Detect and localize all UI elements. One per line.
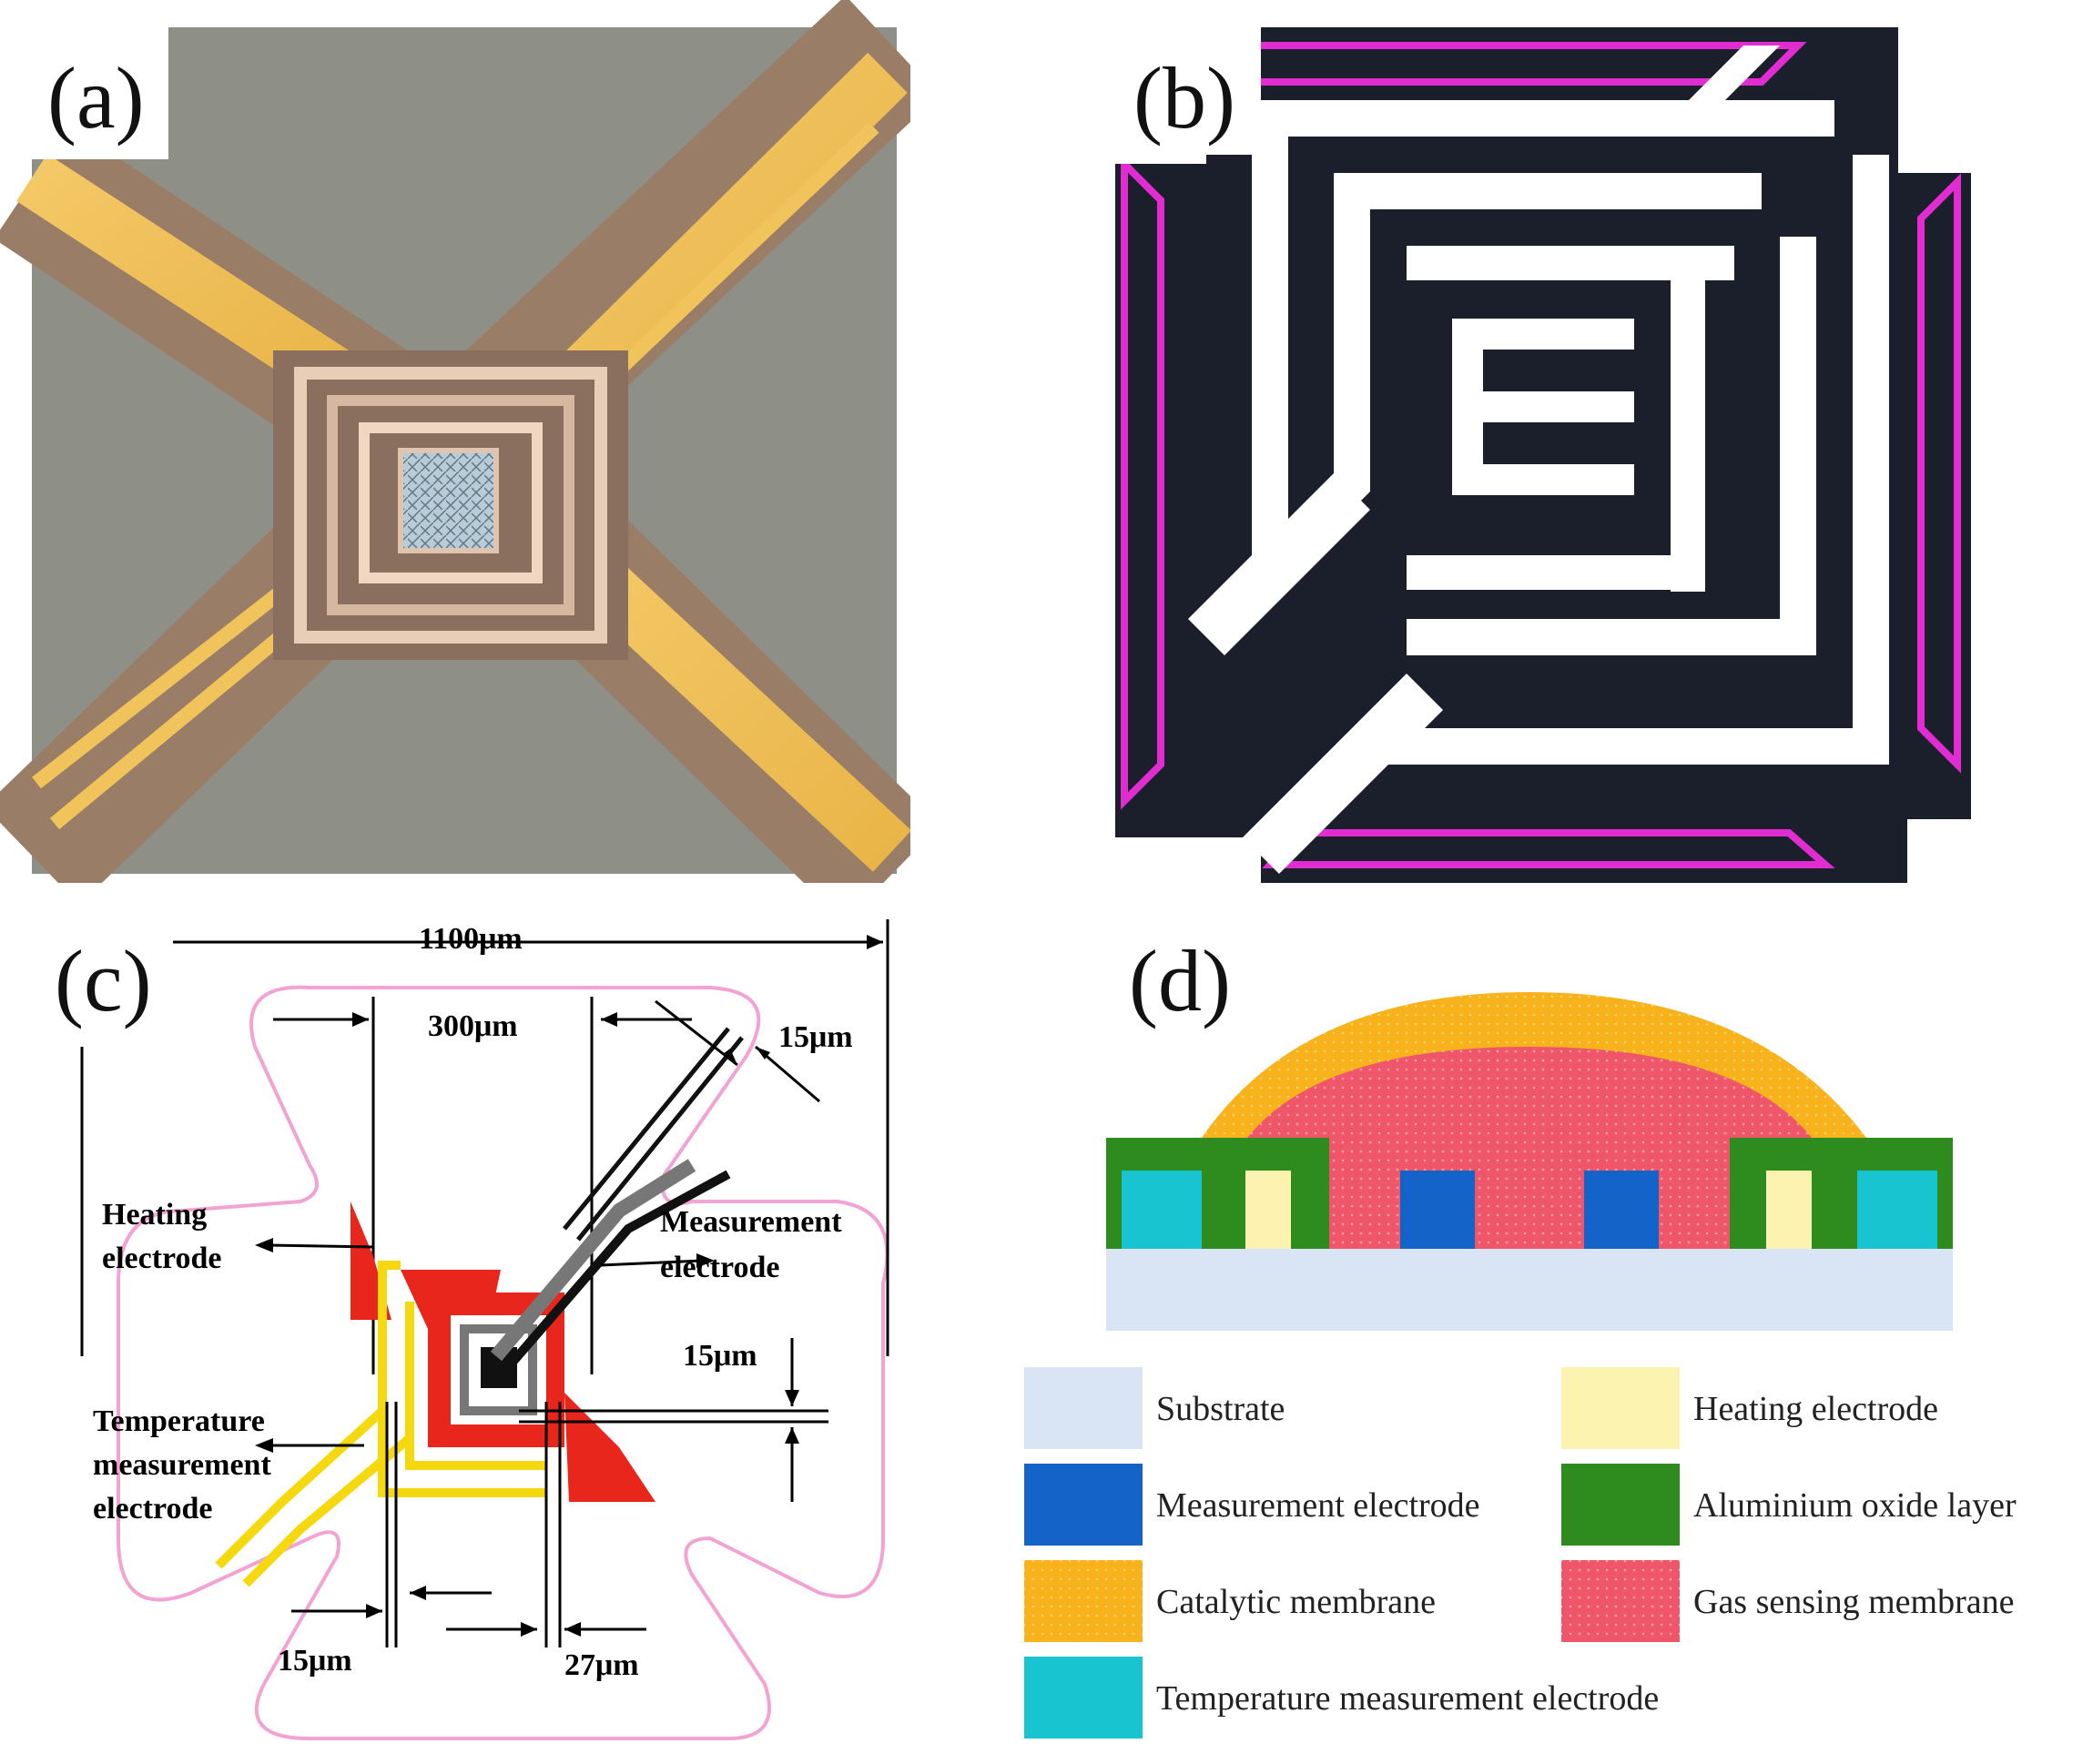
legend-item-alumina: Aluminium oxide layer (1561, 1464, 2017, 1546)
label-measurement: Measurement (660, 1205, 842, 1239)
cross-section (1106, 992, 1953, 1331)
svg-text:Substrate: Substrate (1156, 1390, 1285, 1428)
legend-item-heating: Heating electrode (1561, 1367, 1938, 1449)
dim-27-bottom: 27μm (564, 1648, 639, 1682)
panel-label-a: (a) (47, 49, 145, 147)
legend-item-temperature: Temperature measurement electrode (1024, 1657, 1659, 1739)
dim-15-top: 15μm (778, 1020, 853, 1054)
label-temperature-2: measurement (93, 1448, 271, 1482)
membrane-outline (117, 985, 889, 1740)
panel-label-c: (c) (55, 932, 152, 1029)
dim-300: 300μm (428, 1009, 518, 1043)
panel-label-b: (b) (1133, 49, 1235, 147)
legend-item-catalytic: Catalytic membrane (1024, 1560, 1436, 1642)
electrode-layout (1115, 27, 1971, 883)
label-measurement-2: electrode (660, 1251, 780, 1284)
label-heating-2: electrode (102, 1242, 222, 1275)
micrograph (0, 0, 910, 883)
dim-15-bottom: 15μm (278, 1644, 352, 1678)
dim-1100: 1100μm (419, 922, 523, 956)
legend-item-substrate: Substrate (1024, 1367, 1285, 1449)
svg-text:Heating electrode: Heating electrode (1693, 1390, 1938, 1428)
panel-label-d: (d) (1129, 932, 1231, 1029)
panel-b: (b) (1115, 27, 1971, 883)
temperature-electrode-shape (215, 1261, 546, 1587)
legend-item-gas: Gas sensing membrane (1561, 1560, 2014, 1642)
label-heating: Heating (102, 1198, 207, 1232)
svg-text:Measurement electrode: Measurement electrode (1156, 1486, 1480, 1525)
legend: Substrate Heating electrode Measurement … (1024, 1367, 2017, 1739)
svg-text:Aluminium oxide layer: Aluminium oxide layer (1693, 1486, 2017, 1525)
panel-d: (d) Substrate Heating electrode Measu (1024, 932, 2017, 1739)
label-temperature: Temperature (93, 1404, 265, 1438)
panel-a: (a) (0, 0, 910, 883)
dim-15-right: 15μm (683, 1339, 757, 1373)
label-temperature-3: electrode (93, 1492, 213, 1526)
legend-item-measurement: Measurement electrode (1024, 1464, 1480, 1546)
svg-text:Catalytic membrane: Catalytic membrane (1156, 1583, 1436, 1621)
svg-text:Gas sensing membrane: Gas sensing membrane (1693, 1583, 2014, 1621)
measurement-electrode-shape (490, 1027, 744, 1369)
svg-text:Temperature measurement electr: Temperature measurement electrode (1156, 1679, 1659, 1718)
panel-c: (c) 1100μm 300μm 15μm (55, 919, 889, 1740)
